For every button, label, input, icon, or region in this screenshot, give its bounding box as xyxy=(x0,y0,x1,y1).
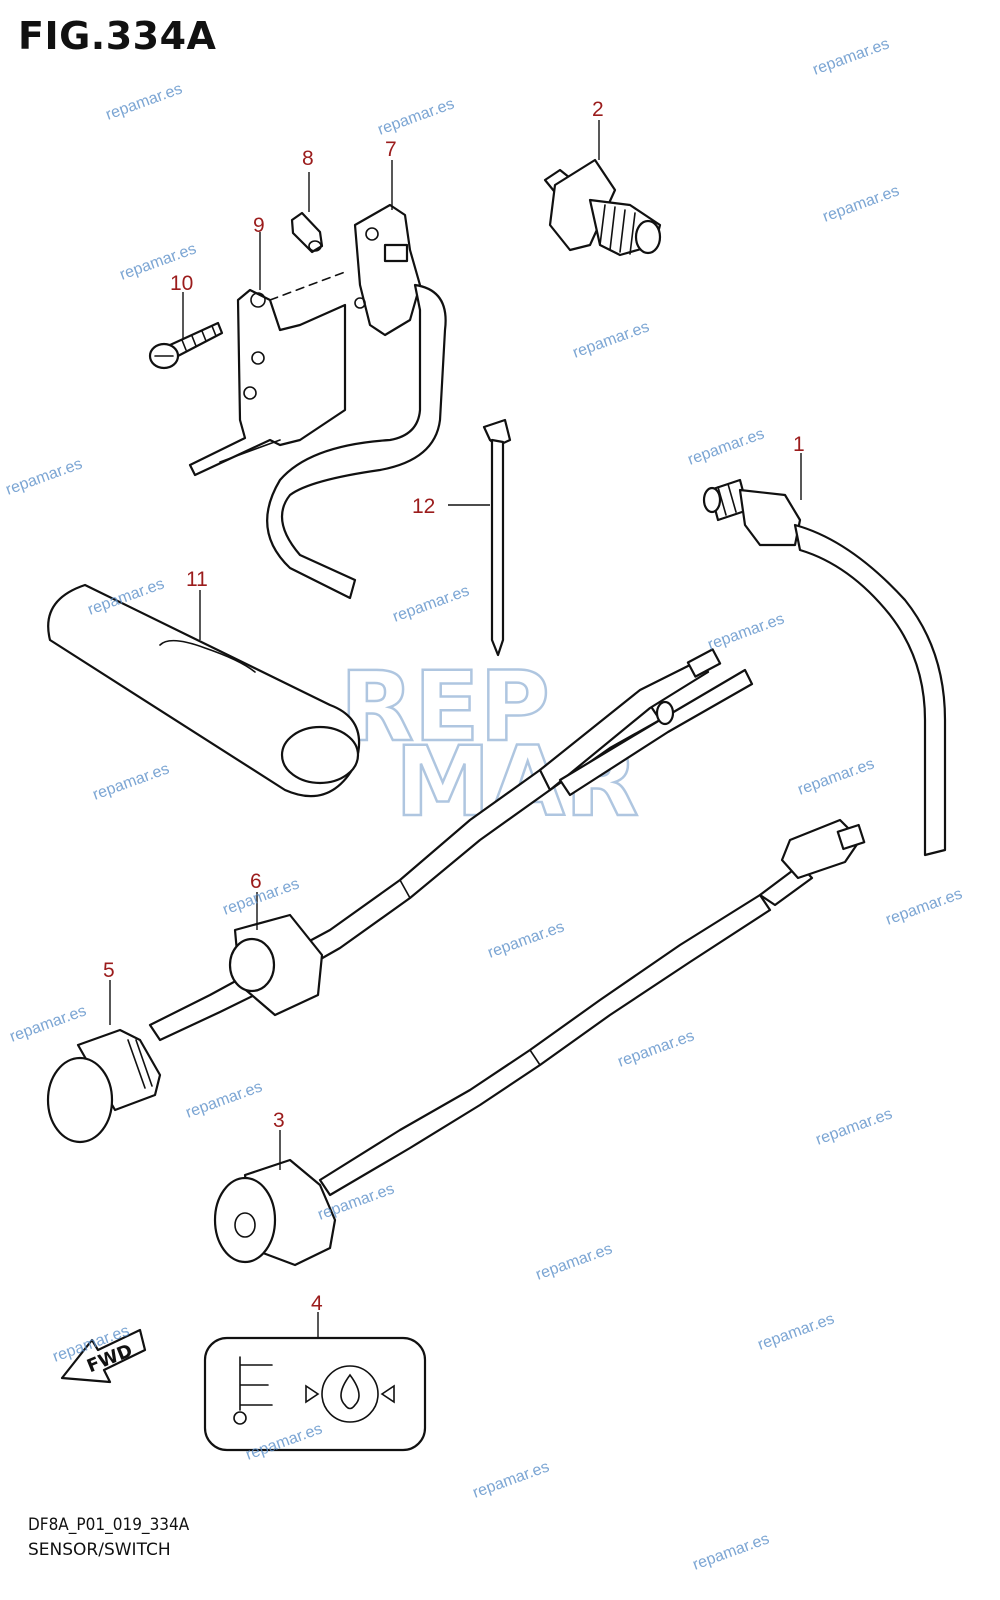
watermark-text: repamar.es xyxy=(4,455,85,498)
callout-1: 1 xyxy=(793,433,805,456)
callout-10: 10 xyxy=(170,272,193,295)
callout-4: 4 xyxy=(311,1292,323,1315)
temp-sensor-part-1 xyxy=(702,478,947,857)
watermark-text: repamar.es xyxy=(691,1530,772,1573)
repmar-logo: REP MAR xyxy=(339,650,640,840)
watermark-text: repamar.es xyxy=(616,1027,697,1070)
switch-harness-part-5-6 xyxy=(46,648,754,1144)
warning-label-part-4 xyxy=(203,1336,427,1452)
leader-lines xyxy=(109,120,802,1338)
callout-8: 8 xyxy=(302,147,314,170)
callout-11: 11 xyxy=(186,568,208,591)
figure-caption: SENSOR/SWITCH xyxy=(28,1540,171,1560)
watermark-text: repamar.es xyxy=(534,1240,615,1283)
callout-7: 7 xyxy=(385,138,397,161)
watermark-text: repamar.es xyxy=(814,1105,895,1148)
callout-2: 2 xyxy=(592,98,604,121)
figure-code: DF8A_P01_019_334A xyxy=(28,1515,190,1535)
screw-part-10 xyxy=(148,321,224,370)
collar-part-8 xyxy=(290,211,324,254)
watermark-text: repamar.es xyxy=(104,80,185,123)
watermark-text: repamar.es xyxy=(184,1078,265,1121)
watermark-text: repamar.es xyxy=(686,425,767,468)
switch-bracket-assembly xyxy=(188,203,447,600)
sleeve-part-11 xyxy=(47,583,361,798)
watermark-text: repamar.es xyxy=(756,1310,837,1353)
watermark-text: repamar.es xyxy=(821,182,902,225)
callout-9: 9 xyxy=(253,214,265,237)
logo-top-text: REP xyxy=(340,651,550,763)
watermark-text: repamar.es xyxy=(8,1002,89,1045)
cable-tie-part-12 xyxy=(482,418,512,657)
pressure-sensor-part-2 xyxy=(543,158,662,257)
watermark-text: repamar.es xyxy=(796,755,877,798)
watermark-text: repamar.es xyxy=(391,582,472,625)
figure-title: FIG.334A xyxy=(18,14,217,58)
watermark-text: repamar.es xyxy=(811,35,892,78)
watermark-text: repamar.es xyxy=(706,610,787,653)
callout-12: 12 xyxy=(412,495,435,518)
watermark-text: repamar.es xyxy=(376,95,457,138)
watermark-text: repamar.es xyxy=(486,918,567,961)
callout-6: 6 xyxy=(250,870,262,893)
watermark-text: repamar.es xyxy=(471,1458,552,1501)
watermark-text: repamar.es xyxy=(91,760,172,803)
callout-5: 5 xyxy=(103,959,115,982)
callout-numbers: 1 2 3 4 5 6 7 8 9 10 11 12 xyxy=(103,98,805,1315)
watermark-text: repamar.es xyxy=(571,318,652,361)
switch-harness-part-3 xyxy=(213,818,866,1267)
callout-3: 3 xyxy=(273,1109,285,1132)
watermark-text: repamar.es xyxy=(884,885,965,928)
